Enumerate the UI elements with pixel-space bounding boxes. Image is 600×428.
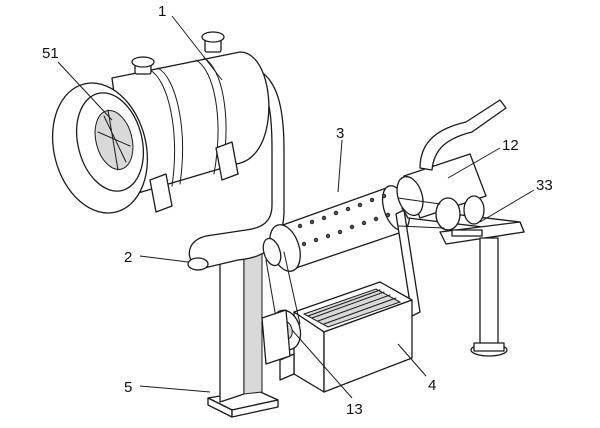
- cylinder-housing: [51, 31, 270, 214]
- label-33: 33: [536, 177, 553, 194]
- label-4: 4: [428, 377, 436, 394]
- cylinder-band-3: [195, 59, 219, 175]
- drum-pulley: [262, 237, 282, 267]
- label-2: 2: [124, 249, 132, 266]
- label-5: 5: [124, 379, 132, 396]
- lower-pulley-bracket: [261, 309, 291, 365]
- label-12: 12: [502, 137, 519, 154]
- base-plate-side: [231, 399, 279, 418]
- leader-1: [171, 15, 223, 81]
- leader-51: [57, 61, 113, 121]
- leader-12: [447, 147, 501, 179]
- lower-drive: [261, 251, 302, 365]
- motor-belt: [397, 197, 445, 229]
- leader-lines: [57, 15, 535, 399]
- cylinder-band-1: [149, 69, 175, 187]
- leader-5: [139, 385, 211, 393]
- label-3: 3: [336, 125, 344, 142]
- pulley-mount: [451, 229, 483, 237]
- label-13: 13: [346, 401, 363, 418]
- collection-tray: [279, 281, 413, 393]
- drive-belt: [265, 251, 301, 325]
- intake-fan: [94, 110, 134, 170]
- frame-leg-front: [395, 209, 421, 317]
- motor-face: [396, 175, 424, 217]
- pulley-large: [435, 197, 461, 231]
- tray-side: [323, 299, 413, 393]
- support-column-front: [219, 244, 245, 403]
- pipe-outlet: [187, 257, 209, 271]
- pipe-body: [188, 73, 285, 269]
- leader-13: [291, 329, 353, 399]
- drum-spikes: [297, 193, 391, 247]
- leader-2: [139, 255, 189, 263]
- pulley-small: [463, 195, 485, 225]
- knob-left-cap: [131, 56, 155, 68]
- label-51: 51: [42, 45, 59, 62]
- bracket-right: [215, 141, 239, 181]
- screen-mesh: [307, 289, 397, 325]
- pipe: [187, 73, 285, 271]
- pulley-unit: [397, 195, 485, 237]
- frame-leg-rear: [479, 237, 499, 347]
- cylinder-band-2: [157, 67, 183, 185]
- leader-33: [479, 189, 535, 223]
- fan-blades: [97, 109, 131, 171]
- leader-3: [337, 139, 343, 193]
- bracket-left: [149, 173, 173, 213]
- knob-right-cap: [201, 31, 225, 43]
- label-1: 1: [158, 3, 166, 20]
- support-column-side: [243, 244, 263, 395]
- motor-hook-pipe: [419, 99, 507, 171]
- reference-labels: 1 51 3 12 33 2 5 4 13: [42, 3, 553, 418]
- frame-foot-base: [473, 342, 505, 352]
- leader-4: [397, 343, 427, 377]
